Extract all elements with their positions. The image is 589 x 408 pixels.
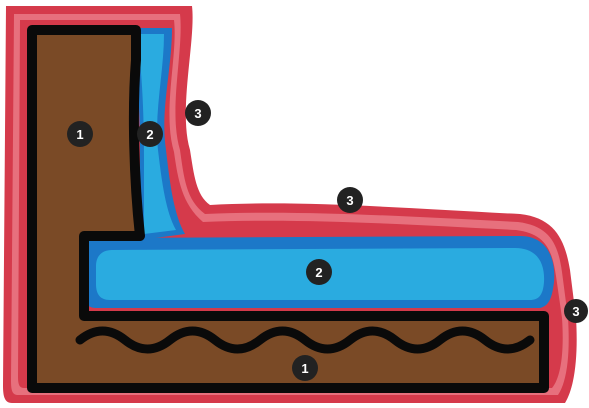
- svg-text:1: 1: [301, 361, 308, 376]
- svg-text:2: 2: [146, 127, 153, 142]
- svg-text:1: 1: [76, 127, 83, 142]
- badge-base-seat: 1: [292, 355, 318, 381]
- svg-text:3: 3: [572, 304, 579, 319]
- badge-cushion-seat: 2: [306, 259, 332, 285]
- badge-cover-side: 3: [564, 299, 588, 323]
- badge-cushion-back: 2: [137, 121, 163, 147]
- svg-text:3: 3: [346, 193, 353, 208]
- spring-wave: [75, 326, 535, 354]
- base-layer: [27, 25, 549, 393]
- badge-base-back: 1: [67, 121, 93, 147]
- badge-cover-top: 3: [337, 187, 363, 213]
- svg-text:2: 2: [315, 265, 322, 280]
- badge-cover-back: 3: [185, 100, 211, 126]
- svg-text:3: 3: [194, 106, 201, 121]
